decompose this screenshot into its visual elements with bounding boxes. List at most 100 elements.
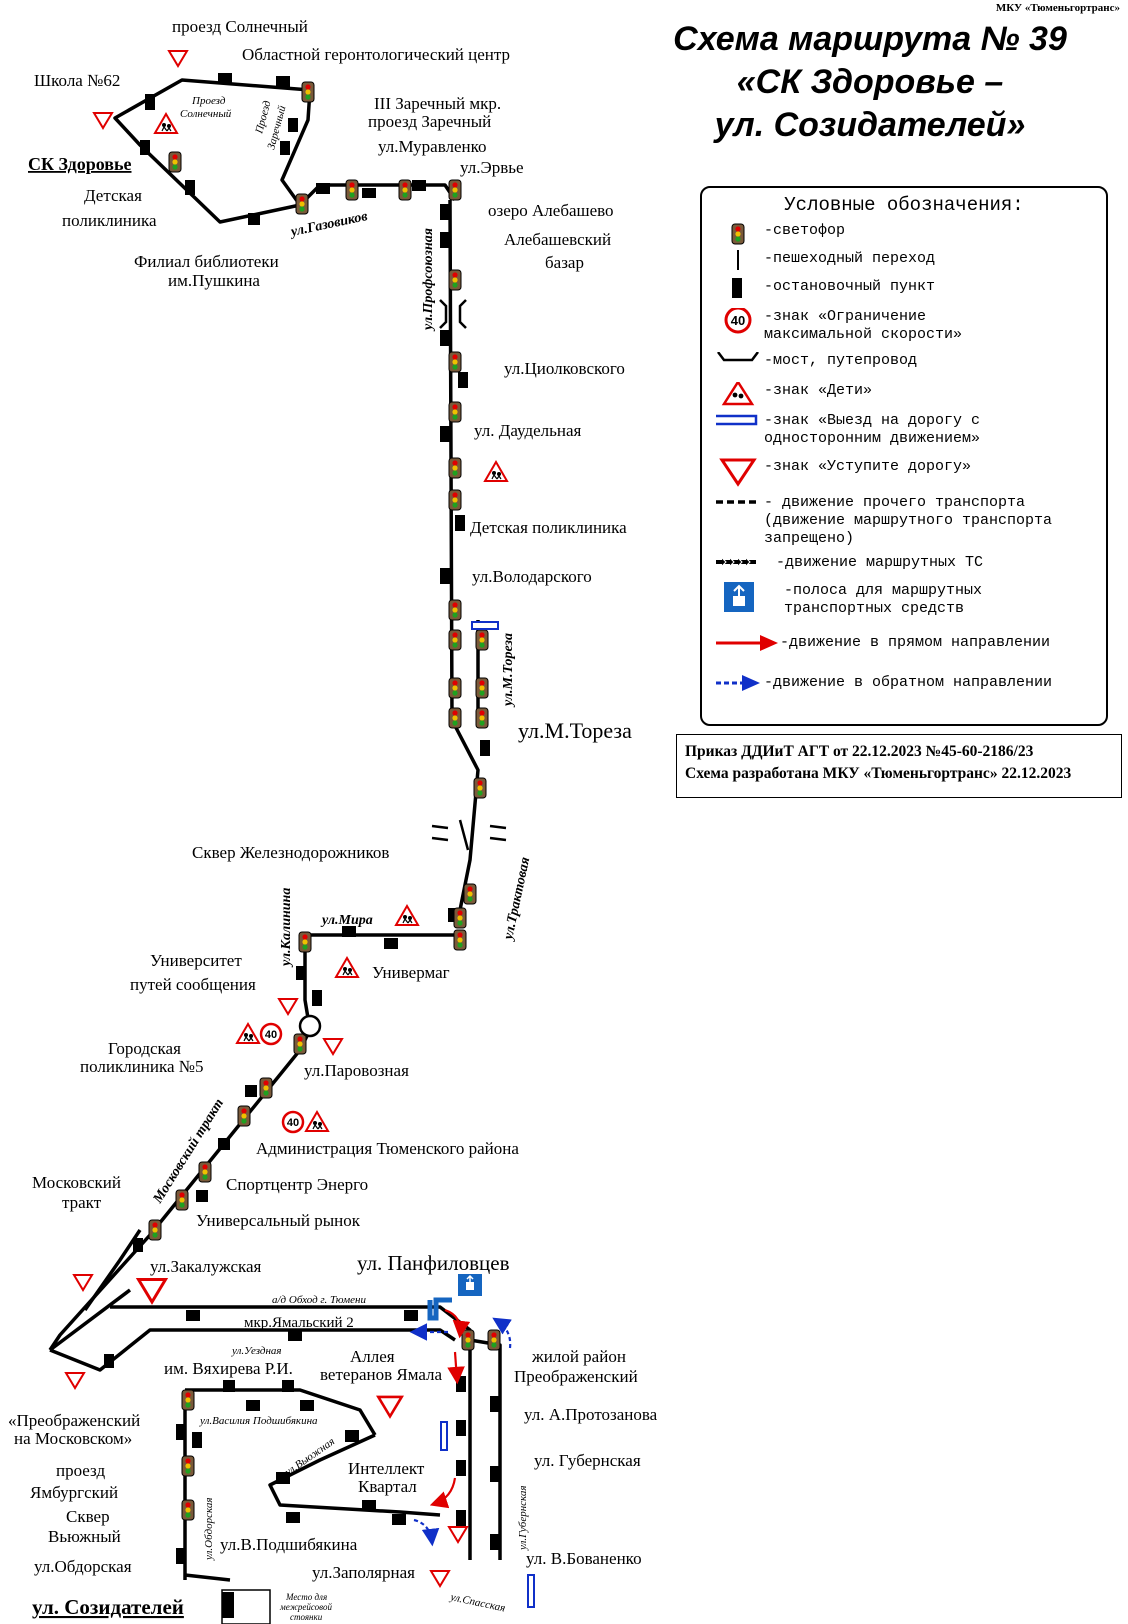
bus-stop-icon [192,1432,202,1448]
label-yamburgsky-2: Ямбургский [30,1483,118,1502]
bus-stop-icon [246,1400,260,1411]
traffic-light-icon [453,907,467,929]
label-obdorskaya-small: ул.Обдорская [203,1497,215,1561]
traffic-light-icon [731,223,745,245]
route-line-icon [716,557,756,567]
traffic-light-icon [448,457,462,479]
bus-stop-icon [300,1400,314,1411]
bus-stop-icon [440,568,450,584]
label-gor-pol-2: поликлиника №5 [80,1057,204,1076]
order-box: Приказ ДДИиТ АГТ от 22.12.2023 №45-60-21… [676,734,1122,798]
bus-stop-icon [140,140,150,155]
legend-text: -знак «Ограничение максимальной скорости… [764,308,963,343]
label-proezd-zarechny: проезд Заречный [368,112,491,131]
crosswalk-icon [737,250,739,270]
label-traktovaya: ул.Трактовая [501,856,533,943]
bridge-icon [717,352,759,362]
yield-sign-icon [137,1278,167,1304]
bus-stop-icon [732,278,742,298]
dashed-line-icon [716,500,760,504]
legend-text: -движение маршрутных ТС [776,554,984,571]
bus-stop-icon [280,141,290,155]
speed-limit-sign-icon: 40 [724,308,752,334]
order-line-2: Схема разработана МКУ «Тюменьгортранс» 2… [685,765,1072,782]
label-zhiloy-1: жилой район [531,1347,626,1366]
label-zhiloy-2: Преображенский [514,1367,638,1386]
traffic-light-icon [475,677,489,699]
label-muravlenko: ул.Муравленко [378,137,487,156]
bus-stop-icon [404,1310,418,1321]
label-sk-zdorovye: СК Здоровье [28,154,132,174]
bus-stop-icon [288,118,298,132]
bus-lane-sign-icon [458,1274,482,1296]
children-sign-icon [335,957,359,978]
traffic-light-icon [181,1499,195,1521]
label-mosk-trakt-1: Московский [32,1173,121,1192]
traffic-light-icon [175,1189,189,1211]
label-spasskaya: ул.Спасская [448,1591,506,1615]
yield-sign-icon [430,1570,450,1587]
label-proezd-small: Проезд [191,95,226,107]
bus-lane-sign-icon [724,582,754,612]
label-skver-vyuzhny-2: Вьюжный [48,1527,121,1546]
one-way-sign-icon [716,414,758,426]
legend-panel: Условные обозначения: -светофор -пешеход… [700,186,1108,726]
bus-stop-icon [384,938,398,949]
yield-sign-icon [73,1274,93,1291]
traffic-light-icon [475,629,489,651]
legend-text: -остановочный пункт [764,278,936,295]
label-yamalsky: мкр.Ямальский 2 [244,1315,354,1331]
label-gubernskaya: ул. Губернская [534,1451,641,1470]
label-volodarskogo: ул.Володарского [472,567,592,586]
bus-stop-icon [316,183,330,194]
bridge-icon [431,299,507,851]
legend-title: Условные обозначения: [784,194,1024,216]
traffic-light-icon [148,1219,162,1241]
traffic-light-icon [448,677,462,699]
one-way-sign-icon [527,1574,535,1608]
bus-stop-icon [490,1396,500,1412]
bus-stop-icon [440,204,450,220]
label-vyakhireva: им. Вяхирева Р.И. [164,1359,293,1378]
traffic-light-icon [453,929,467,951]
legend-text: -полоса для маршрутных транспортных сред… [784,582,983,617]
bus-stop-icon [458,372,468,388]
traffic-light-icon [398,179,412,201]
order-line-1: Приказ ДДИиТ АГТ от 22.12.2023 №45-60-21… [685,743,1034,760]
label-mesto-3: стоянки [290,1612,323,1622]
traffic-light-icon [461,1329,475,1351]
label-obdorskaya: ул.Обдорская [34,1557,132,1576]
label-bazar-1: Алебашевский [504,230,611,249]
traffic-light-icon [298,931,312,953]
bus-stop-icon [218,73,232,84]
yield-sign-icon [448,1526,468,1543]
legend-text: -мост, путепровод [764,352,918,369]
children-sign-icon [236,1023,260,1044]
traffic-light-icon [448,401,462,423]
bus-stop-icon [412,180,426,191]
label-preobr-mosk-1: «Преображенский [8,1411,140,1430]
label-gerontology: Областной геронтологический центр [242,45,510,64]
label-uezdnaya: ул.Уездная [231,1345,282,1357]
label-daudelnaya: ул. Даудельная [474,421,582,440]
bus-stop-icon [276,76,290,87]
label-m-toreza-street: ул.М.Тореза [501,633,516,708]
bus-stop-icon [276,1472,290,1484]
label-mosk-trakt-2: тракт [62,1193,102,1212]
label-mira: ул.Мира [320,913,373,928]
label-school62: Школа №62 [34,71,120,90]
traffic-light-icon [448,599,462,621]
diagram-title: Схема маршрута № 39 «СК Здоровье – ул. С… [640,18,1100,147]
bus-stop-icon [362,1500,376,1511]
legend-text: -светофор [764,222,846,239]
traffic-light-icon [295,193,309,215]
bus-stop-icon [455,515,465,531]
label-skver-zhd: Сквер Железнодорожников [192,843,389,862]
speed-limit-sign-icon [281,1110,305,1134]
traffic-light-icon [301,81,315,103]
bus-stop-icon [218,1138,230,1150]
bus-stop-icon [456,1420,466,1436]
label-gor-pol-1: Городская [108,1039,181,1058]
bus-stop-icon [480,740,490,756]
roundabout-icon [298,1014,322,1038]
